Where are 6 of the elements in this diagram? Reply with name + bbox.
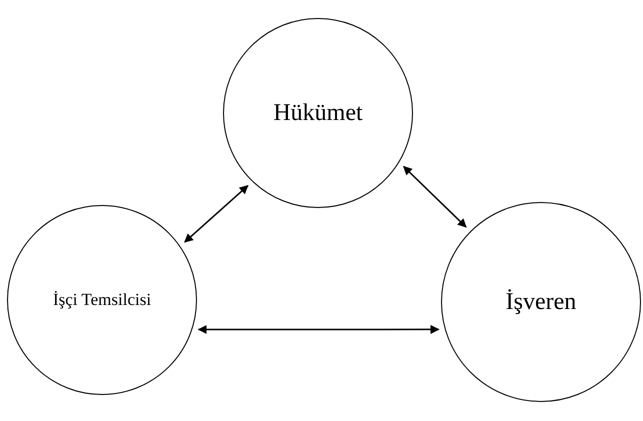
node-label: İşçi Temsilcisi [52,289,152,311]
node-label: Hükümet [273,99,363,128]
double-arrow [184,185,248,243]
double-arrow [198,324,440,334]
node-label: İşveren [506,288,576,317]
double-arrow [403,166,467,228]
